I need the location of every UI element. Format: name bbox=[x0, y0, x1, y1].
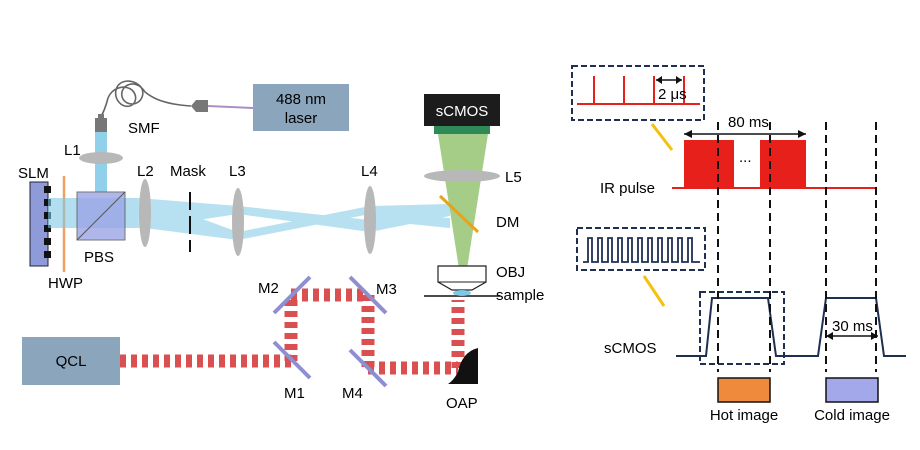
slm-label: SLM bbox=[18, 165, 49, 182]
laser-box bbox=[253, 84, 349, 131]
window-label: 80 ms bbox=[728, 114, 769, 131]
lens-l5 bbox=[424, 170, 500, 182]
camera-inset-trace bbox=[583, 237, 700, 263]
hwp-label: HWP bbox=[48, 275, 83, 292]
pbs-label: PBS bbox=[84, 249, 114, 266]
pbs-diagonal bbox=[76, 191, 126, 241]
mirror-m1 bbox=[272, 340, 312, 380]
fiber-input-line bbox=[207, 105, 254, 109]
l2-label: L2 bbox=[137, 163, 154, 180]
l5-label: L5 bbox=[505, 169, 522, 186]
ir-pointer bbox=[650, 123, 674, 151]
lens-l3 bbox=[232, 188, 244, 256]
mask-label: Mask bbox=[170, 163, 206, 180]
hot-image-box bbox=[717, 377, 771, 403]
l3-label: L3 bbox=[229, 163, 246, 180]
fiber-label: SMF bbox=[128, 120, 160, 137]
camera-zoom-box bbox=[699, 291, 785, 365]
mirror-m3 bbox=[348, 275, 388, 315]
qcl-label: QCL bbox=[56, 353, 87, 370]
camera-label: sCMOS bbox=[436, 103, 489, 120]
m2-label: M2 bbox=[258, 280, 279, 297]
camera-trace bbox=[676, 297, 906, 357]
fiber-connector-bottom bbox=[95, 114, 107, 132]
lens-l2 bbox=[139, 179, 151, 247]
sample-label: sample bbox=[496, 287, 544, 304]
objective bbox=[437, 265, 487, 291]
exposure-label: 30 ms bbox=[832, 318, 873, 335]
inset-period-label: 2 μs bbox=[658, 86, 687, 103]
laser-label-line2: laser bbox=[285, 110, 318, 127]
camera-body bbox=[424, 94, 500, 126]
ir-pulse-block-2 bbox=[760, 140, 806, 188]
slm-pixels bbox=[44, 186, 51, 258]
fiber-cable bbox=[99, 80, 192, 119]
cold-image-box bbox=[825, 377, 879, 403]
ir-pulse-block-1 bbox=[684, 140, 734, 188]
qcl-box bbox=[22, 337, 120, 385]
obj-label: OBJ bbox=[496, 264, 525, 281]
sample-spot bbox=[453, 290, 471, 296]
laser-label-line1: 488 nm bbox=[276, 91, 326, 108]
camera-pointer bbox=[642, 275, 666, 307]
cold-image-label: Cold image bbox=[814, 407, 890, 424]
mirror-m2 bbox=[272, 275, 312, 315]
l1-label: L1 bbox=[64, 142, 81, 159]
lens-l4 bbox=[364, 186, 376, 254]
m3-label: M3 bbox=[376, 281, 397, 298]
ir-inset-box bbox=[571, 65, 705, 121]
timing-guides bbox=[717, 122, 877, 372]
timing-diagram: 2 μs 80 ms ... IR pulse sCMOS 30 ms bbox=[571, 65, 906, 424]
optical-setup-diagram: 488 nm laser SMF L1 SLM HWP bbox=[18, 80, 544, 412]
fiber-connector-right bbox=[191, 100, 208, 112]
camera-sensor bbox=[434, 126, 490, 134]
mirror-m4 bbox=[348, 348, 388, 388]
oap-label: OAP bbox=[446, 395, 478, 412]
mid-ir-beam bbox=[120, 288, 465, 375]
ir-pulse-label: IR pulse bbox=[600, 180, 655, 197]
ir-ellipsis: ... bbox=[739, 149, 752, 166]
m1-label: M1 bbox=[284, 385, 305, 402]
ir-inset-pulses bbox=[577, 76, 700, 105]
l4-label: L4 bbox=[361, 163, 378, 180]
m4-label: M4 bbox=[342, 385, 363, 402]
camera-trace-label: sCMOS bbox=[604, 340, 657, 357]
dichroic-mirror bbox=[438, 194, 480, 234]
blue-beam-relay bbox=[138, 198, 450, 240]
dm-label: DM bbox=[496, 214, 519, 231]
camera-inset-box bbox=[576, 227, 706, 271]
lens-l1 bbox=[79, 152, 123, 164]
off-axis-parabolic-mirror bbox=[448, 348, 478, 384]
hot-image-label: Hot image bbox=[710, 407, 778, 424]
